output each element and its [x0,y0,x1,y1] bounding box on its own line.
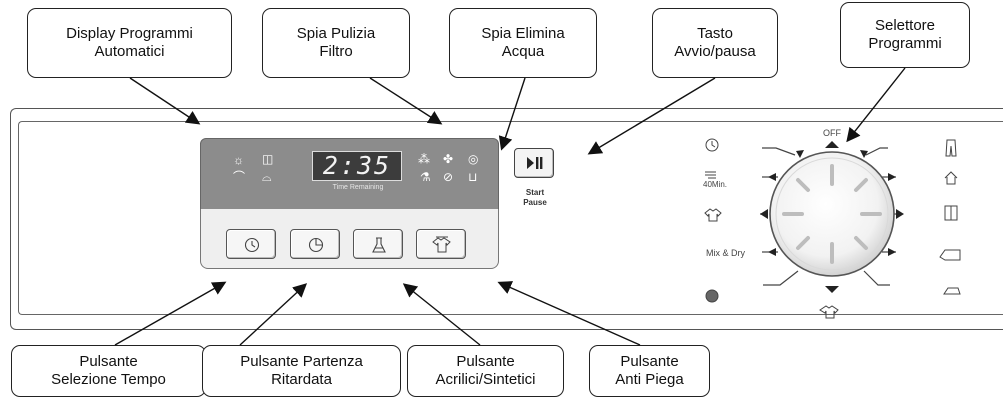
arrow-selettore [846,67,906,143]
arrow-display [129,77,201,125]
water-tank-icon: ⌓ [262,170,272,184]
steam-iron-icon: ⊘ [443,170,454,184]
hanger-icon: ⌒ [233,170,246,184]
callout-spia-pulizia: Spia Pulizia Filtro [262,8,410,78]
clock-icon [244,237,260,253]
off-label: OFF [823,128,841,138]
flask-icon: ⚗ [420,170,431,184]
cup-icon: ⊔ [468,170,478,184]
iron-program-icon [943,287,961,295]
delay-start-icon [308,237,324,253]
callout-pulsante-tempo: Pulsante Selezione Tempo [11,345,206,397]
anti-crease-icon: ⁂ [418,152,430,166]
spiral-icon: ◎ [468,152,479,166]
easy-iron-program-icon [819,305,839,319]
callout-tasto-avvio: Tasto Avvio/pausa [652,8,778,78]
arrow-tempo [114,281,227,346]
time-remaining-label: Time Remaining [332,184,384,191]
start-pause-label: Start Pause [523,188,547,207]
forty-min-label: 40Min. [703,180,728,189]
delay-start-button[interactable] [290,229,340,259]
time-display: 2:35 [312,151,402,181]
jeans-program-icon [945,139,957,157]
arrow-antipiega [497,281,641,346]
acrylic-synthetic-button[interactable] [353,229,403,259]
start-pause-button[interactable] [514,148,554,178]
quick-dry-icon [705,171,716,179]
flask-icon [372,237,386,253]
arrow-elimina [498,77,526,151]
shirt-program-icon [704,208,722,222]
arrow-pulizia [369,77,443,125]
arrow-partenza [239,283,308,346]
home-program-icon [944,171,958,185]
fan-icon: ✤ [443,152,454,166]
anti-crease-icon [432,236,451,253]
filter-icon: ◫ [262,152,274,166]
callout-display-programmi: Display Programmi Automatici [27,8,232,78]
sun-icon: ☼ [233,153,244,167]
mix-dry-label: Mix & Dry [706,248,745,258]
callout-pulsante-acrilici: Pulsante Acrilici/Sintetici [407,345,564,397]
timer-program-icon [705,138,719,152]
callout-selettore: Selettore Programmi [840,2,970,68]
arrow-acrilici [402,283,481,346]
anti-crease-button[interactable] [416,229,466,259]
wool-program-icon [705,289,719,303]
play-pause-icon [527,157,543,169]
callout-pulsante-antipiega: Pulsante Anti Piega [589,345,710,397]
arrow-avvio [587,77,716,155]
callout-pulsante-partenza: Pulsante Partenza Ritardata [202,345,401,397]
delicate-program-icon [939,249,961,261]
callout-spia-elimina: Spia Elimina Acqua [449,8,597,78]
time-select-button[interactable] [226,229,276,259]
